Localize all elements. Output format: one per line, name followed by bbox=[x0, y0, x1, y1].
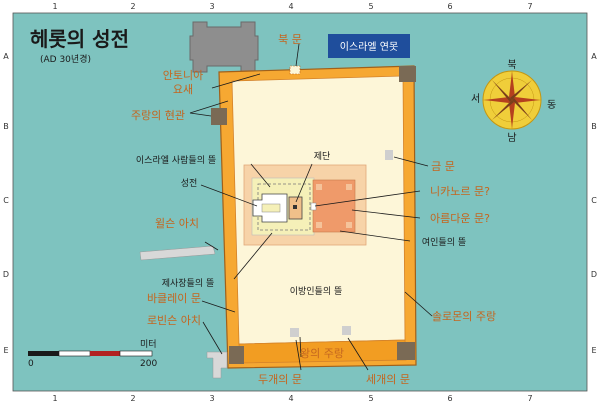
robinson-arch-label: 로빈슨 아치 bbox=[147, 314, 201, 327]
double-gate-marker bbox=[290, 328, 299, 337]
nicanor-gate-label: 니카노르 문? bbox=[430, 185, 490, 198]
grid-row-a: A bbox=[3, 52, 9, 61]
grid-col-7-bottom: 7 bbox=[527, 394, 532, 403]
wilson-arch-label: 윌슨 아치 bbox=[155, 217, 199, 230]
grid-col-2-bottom: 2 bbox=[130, 394, 135, 403]
grid-col-2: 2 bbox=[130, 2, 135, 11]
sanctuary-inner bbox=[261, 203, 281, 213]
beautiful-gate-label: 아름다운 문? bbox=[430, 212, 490, 225]
israel-pond-shape bbox=[328, 34, 410, 58]
nicanor-gate-marker bbox=[310, 202, 317, 211]
tower-ne bbox=[399, 66, 416, 82]
grid-row-d: D bbox=[3, 270, 9, 279]
golden-gate-label: 금 문 bbox=[431, 160, 455, 173]
grid-row-b-right: B bbox=[591, 122, 597, 131]
compass-rose: 북 남 동 서 bbox=[471, 59, 556, 144]
scale-start-label: 0 bbox=[28, 359, 34, 369]
altar-center bbox=[293, 205, 297, 209]
triple-gate-label: 세개의 문 bbox=[366, 373, 410, 386]
women-court-corner-1 bbox=[316, 184, 322, 190]
scale-bar: 0 200 미터 bbox=[28, 339, 157, 369]
court-of-israel-label: 이스라엘 사람들의 뜰 bbox=[136, 154, 216, 166]
grid-row-b: B bbox=[3, 122, 9, 131]
wilson-arch-shape bbox=[139, 245, 216, 261]
grid-col-4-bottom: 4 bbox=[288, 394, 293, 403]
triple-gate-marker bbox=[342, 326, 351, 335]
court-of-women-label: 여인들의 뜰 bbox=[422, 236, 466, 248]
north-gate-label: 북 문 bbox=[278, 33, 302, 46]
antonia-label-line2: 요새 bbox=[173, 83, 193, 96]
women-court-corner-4 bbox=[346, 222, 352, 228]
barclay-gate-label: 바클레이 문 bbox=[147, 292, 201, 305]
antonia-fortress-shape bbox=[189, 21, 259, 73]
grid-col-7: 7 bbox=[527, 2, 532, 11]
grid-col-3: 3 bbox=[209, 2, 214, 11]
compass-north: 북 bbox=[507, 59, 516, 71]
tower-se bbox=[397, 342, 415, 360]
map-subtitle: (AD 30년경) bbox=[40, 53, 91, 65]
golden-gate-marker bbox=[385, 150, 393, 160]
grid-col-1: 1 bbox=[52, 2, 57, 11]
grid-row-c: C bbox=[3, 196, 9, 205]
grid-row-labels-right: A B C D E bbox=[591, 52, 597, 355]
women-court-corner-3 bbox=[316, 222, 322, 228]
grid-row-e-right: E bbox=[591, 346, 596, 355]
israel-pond-label: 이스라엘 연못 bbox=[340, 40, 398, 53]
compass-south: 남 bbox=[507, 132, 516, 144]
tower-nw bbox=[211, 108, 227, 125]
map-title: 헤롯의 성전 bbox=[30, 27, 129, 51]
grid-col-1-bottom: 1 bbox=[52, 394, 57, 403]
solomon-portico-label: 솔로몬의 주랑 bbox=[432, 310, 496, 323]
leader-lines bbox=[189, 43, 433, 371]
grid-row-d-right: D bbox=[591, 270, 597, 279]
grid-column-labels-top: 1 2 3 4 5 6 7 bbox=[52, 2, 532, 11]
women-court-corner-2 bbox=[346, 184, 352, 190]
scale-end-label: 200 bbox=[140, 359, 157, 369]
scale-unit-label: 미터 bbox=[140, 339, 157, 350]
double-gate-label: 두개의 문 bbox=[258, 373, 302, 386]
grid-row-e: E bbox=[3, 346, 8, 355]
north-gate-marker bbox=[289, 65, 301, 75]
grid-column-labels-bottom: 1 2 3 4 5 6 7 bbox=[52, 394, 532, 403]
compass-east: 동 bbox=[547, 99, 556, 111]
grid-col-4: 4 bbox=[288, 2, 293, 11]
robinson-arch-shape bbox=[206, 351, 228, 379]
court-of-gentiles-label: 이방인들의 뜰 bbox=[290, 286, 343, 297]
compass-west: 서 bbox=[471, 93, 480, 105]
grid-row-c-right: C bbox=[591, 196, 597, 205]
grid-row-labels-left: A B C D E bbox=[3, 52, 9, 355]
sanctuary-label: 성전 bbox=[181, 178, 198, 189]
altar-label: 제단 bbox=[314, 151, 331, 162]
grid-row-a-right: A bbox=[591, 52, 597, 61]
royal-portico-label: 왕의 주랑 bbox=[300, 347, 344, 360]
grid-col-5-bottom: 5 bbox=[368, 394, 373, 403]
grid-col-5: 5 bbox=[368, 2, 373, 11]
grid-col-6: 6 bbox=[447, 2, 452, 11]
grid-col-6-bottom: 6 bbox=[447, 394, 452, 403]
court-of-priests-label: 제사장들의 뜰 bbox=[162, 278, 215, 289]
grid-col-3-bottom: 3 bbox=[209, 394, 214, 403]
tower-sw bbox=[229, 346, 244, 364]
portico-hall-label: 주랑의 현관 bbox=[131, 109, 185, 122]
antonia-label-line1: 안토니아 bbox=[163, 69, 203, 82]
